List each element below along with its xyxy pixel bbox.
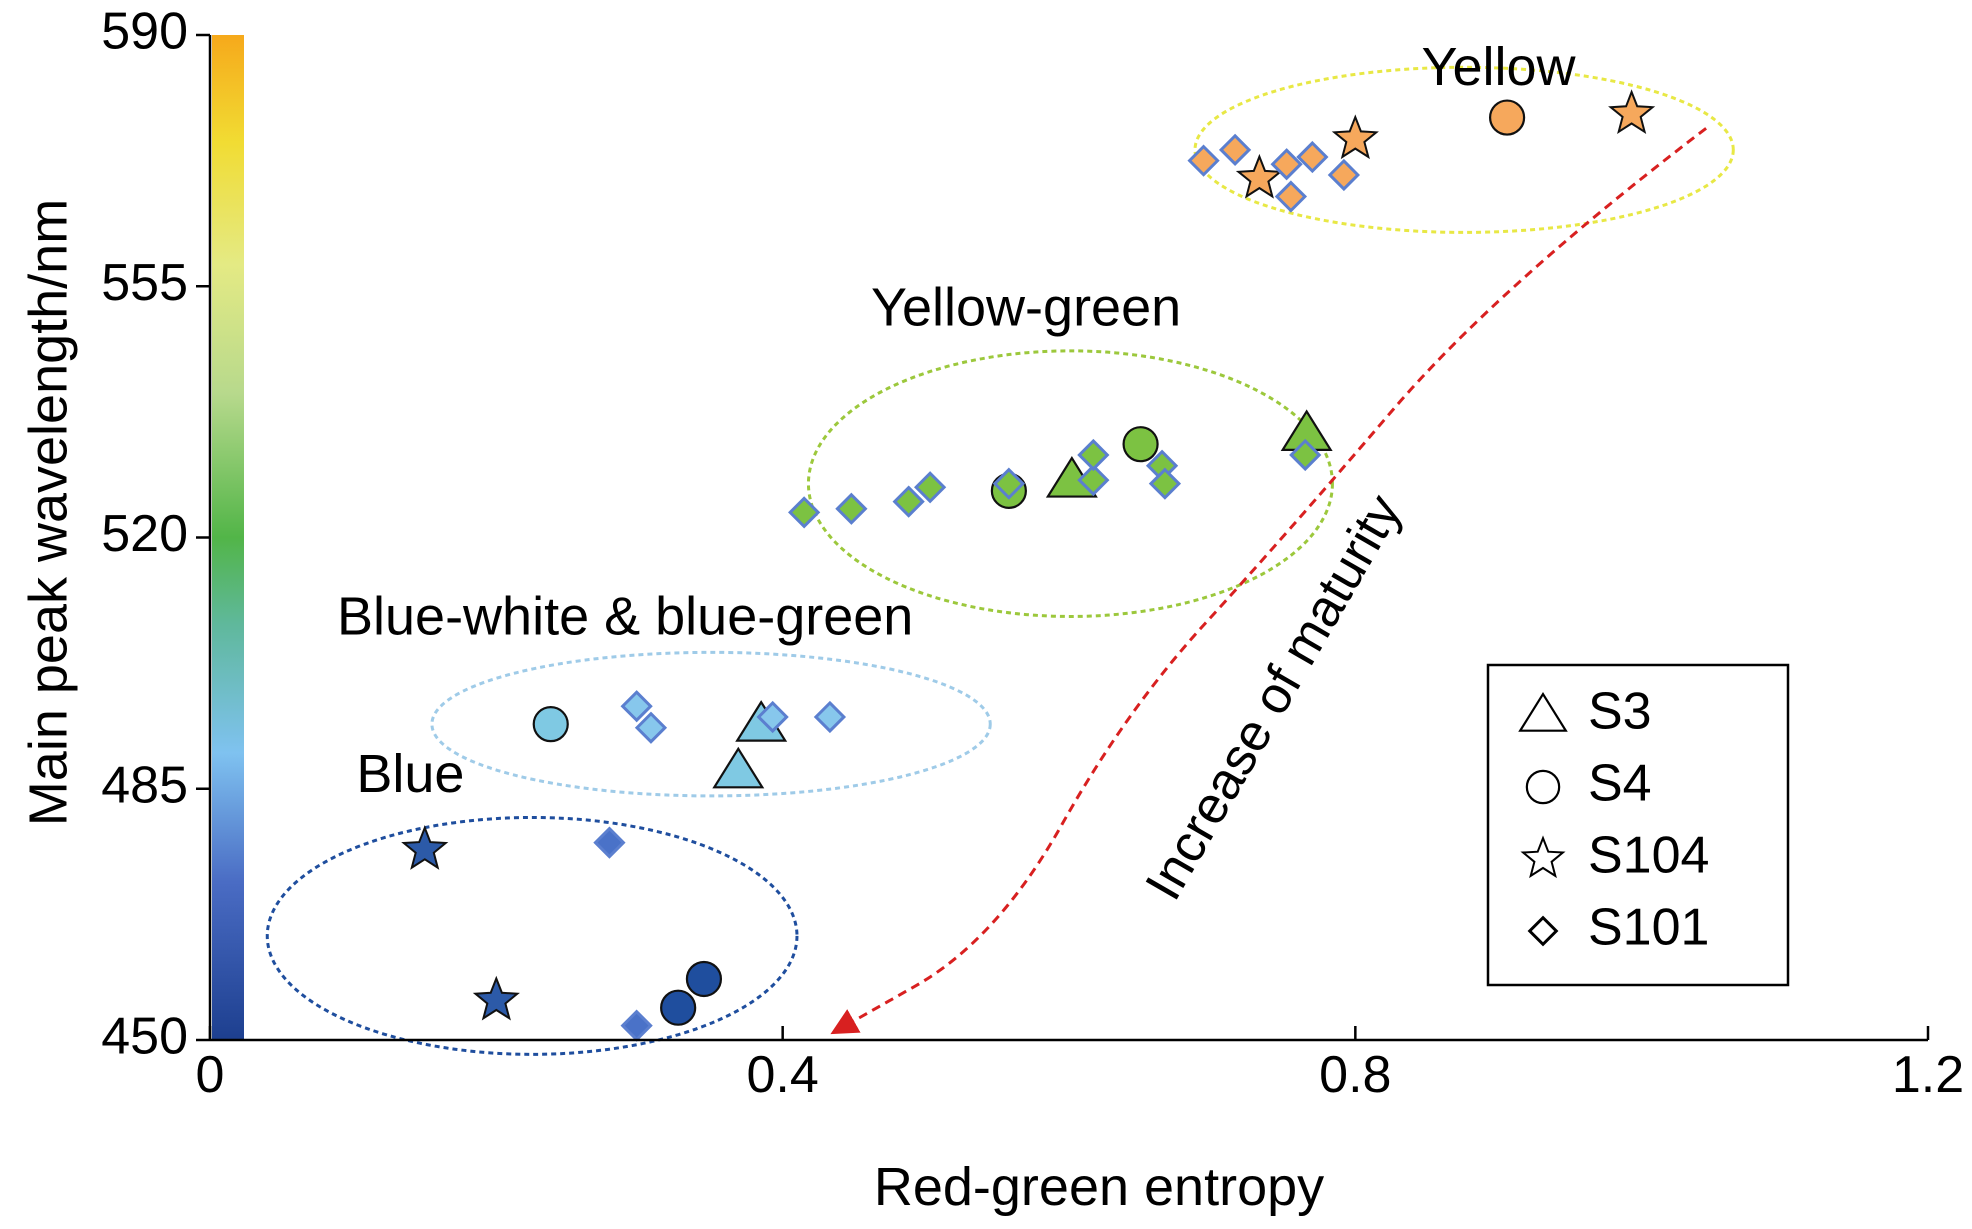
point-S101-10 (992, 467, 1025, 500)
group-ellipse-0 (265, 815, 799, 1056)
legend-label-S3: S3 (1588, 683, 1652, 741)
point-S101-3 (634, 711, 668, 744)
point-S104-0 (401, 825, 449, 870)
point-S101-8 (892, 485, 925, 518)
legend-marker-S4 (1525, 769, 1561, 805)
group-label-2: Yellow-green (871, 278, 1181, 338)
point-S101-15 (1289, 438, 1322, 472)
point-S101-14 (1148, 467, 1182, 500)
point-S104-3 (1331, 114, 1379, 160)
point-S101-21 (1327, 158, 1361, 192)
point-S101-5 (813, 700, 847, 734)
point-S101-6 (788, 496, 821, 529)
point-S104-1 (472, 975, 520, 1021)
point-S4-2 (685, 960, 723, 998)
maturity-arrow (830, 127, 1707, 1035)
legend-marker-S104 (1520, 835, 1566, 879)
y-tick-label-0: 450 (101, 1008, 188, 1066)
point-S101-4 (756, 700, 789, 734)
point-S101-11 (1077, 463, 1110, 497)
x-axis-label: Red-green entropy (874, 1157, 1324, 1217)
point-S101-2 (620, 690, 653, 723)
group-ellipse-3 (1193, 65, 1735, 234)
point-S101-1 (620, 1009, 653, 1042)
point-S4-5 (1488, 99, 1526, 136)
legend-box (1486, 663, 1790, 987)
group-ellipse-1 (430, 650, 992, 798)
x-tick-label-0: 0 (196, 1046, 225, 1104)
group-ellipse-2 (806, 349, 1334, 618)
point-S101-7 (835, 492, 868, 525)
y-tick-label-2: 520 (101, 505, 188, 563)
point-S101-20 (1296, 140, 1329, 174)
colorbar-strip (212, 35, 244, 1040)
point-S101-9 (914, 471, 947, 504)
y-tick-label-4: 590 (101, 3, 188, 61)
group-ellipses: Blue Blue-white & blue-green Yellow-green Y… (265, 37, 1735, 1056)
colorbar (212, 35, 244, 1040)
point-S101-16 (1187, 144, 1220, 177)
point-S101-0 (593, 826, 626, 859)
group-label-0: Blue (356, 744, 464, 804)
point-S101-19 (1274, 180, 1308, 213)
legend-label-S4: S4 (1588, 755, 1652, 813)
legend-marker-S3 (1518, 692, 1568, 732)
legend-marker-S101 (1527, 915, 1559, 947)
group-label-1: Blue-white & blue-green (337, 586, 913, 646)
x-tick-label-2: 0.8 (1319, 1046, 1391, 1104)
point-S104-4 (1608, 89, 1656, 135)
point-S101-18 (1270, 148, 1303, 181)
legend-label-S104: S104 (1588, 827, 1709, 885)
point-S4-0 (532, 706, 569, 743)
y-axis-label: Main peak wavelength/nm (18, 199, 78, 826)
point-S4-1 (660, 989, 697, 1026)
x-tick-label-1: 0.4 (747, 1046, 819, 1104)
point-S4-4 (1122, 426, 1159, 463)
data-points (401, 89, 1656, 1042)
y-tick-label-1: 485 (101, 756, 188, 814)
x-tick-label-3: 1.2 (1892, 1046, 1964, 1104)
group-label-3: Yellow (1421, 37, 1576, 97)
point-S101-12 (1077, 438, 1110, 472)
point-S3-0 (712, 746, 765, 789)
point-S104-2 (1235, 153, 1283, 199)
point-S101-17 (1218, 133, 1252, 166)
legend-label-S101: S101 (1588, 899, 1709, 957)
y-tick-label-3: 555 (101, 254, 188, 312)
